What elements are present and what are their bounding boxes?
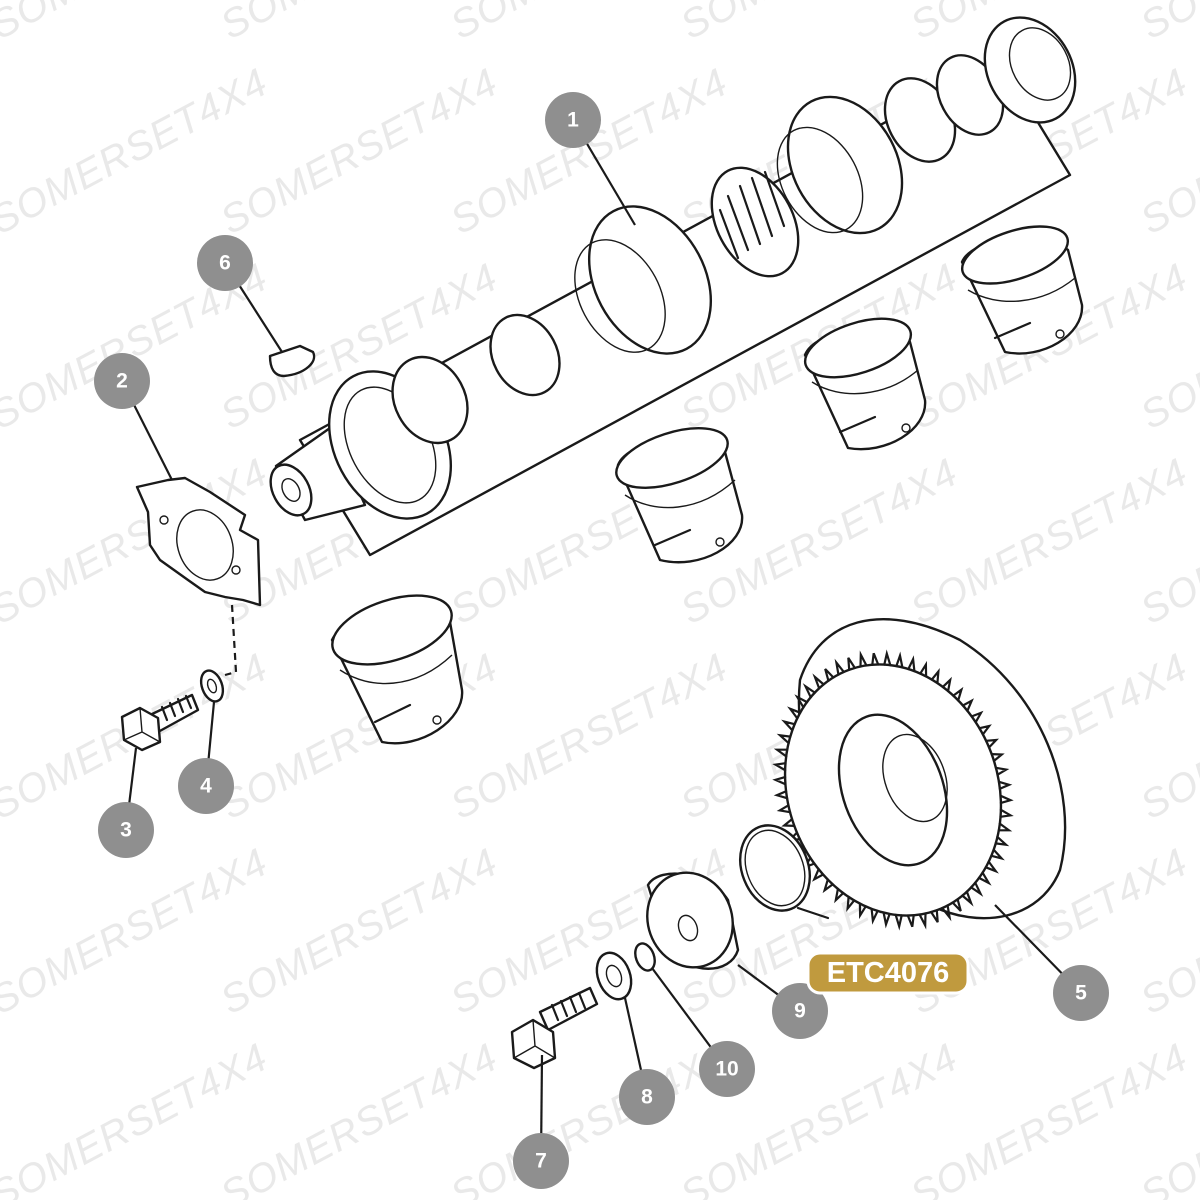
bolt-large <box>510 986 599 1070</box>
callout-8: 8 <box>619 1069 675 1125</box>
svg-text:5: 5 <box>1075 982 1087 1005</box>
woodruff-key <box>268 344 316 378</box>
callout-10: 10 <box>699 1041 755 1097</box>
gear-teeth-outline <box>772 649 1014 931</box>
camshaft-bearing-front <box>330 594 464 745</box>
camshaft-bearing-rear <box>960 225 1084 355</box>
washer-small <box>199 669 225 703</box>
thrust-plate <box>135 476 262 677</box>
callout-7: 7 <box>513 1133 569 1189</box>
dowel-ring <box>634 942 656 972</box>
snap-ring <box>739 824 830 920</box>
svg-text:3: 3 <box>120 819 132 842</box>
svg-text:7: 7 <box>535 1150 547 1173</box>
svg-text:8: 8 <box>641 1086 653 1109</box>
callout-6: 6 <box>197 235 253 291</box>
svg-text:6: 6 <box>219 252 231 275</box>
callout-1: 1 <box>545 92 601 148</box>
callout-2: 2 <box>94 353 150 409</box>
washer-large <box>595 951 633 1001</box>
svg-text:4: 4 <box>200 775 212 798</box>
svg-text:9: 9 <box>794 1000 806 1023</box>
camshaft-bearing-3 <box>803 317 927 451</box>
bolt-small <box>120 693 200 752</box>
gear-retaining-plate <box>646 871 740 970</box>
part-code-label: ETC4076 <box>827 957 950 989</box>
svg-text:10: 10 <box>715 1058 738 1081</box>
callout-5: 5 <box>1053 965 1109 1021</box>
idler-gear <box>772 618 1067 931</box>
watermark-text: SOMERSET4X4 <box>1134 0 1200 48</box>
svg-text:1: 1 <box>567 109 579 132</box>
part-code-badge: ETC4076 <box>806 951 970 995</box>
camshaft-bearing-2 <box>615 427 744 564</box>
callout-4: 4 <box>178 758 234 814</box>
camshaft <box>269 16 1077 557</box>
callout-3: 3 <box>98 802 154 858</box>
svg-text:2: 2 <box>116 370 128 393</box>
callout-9: 9 <box>772 983 828 1039</box>
